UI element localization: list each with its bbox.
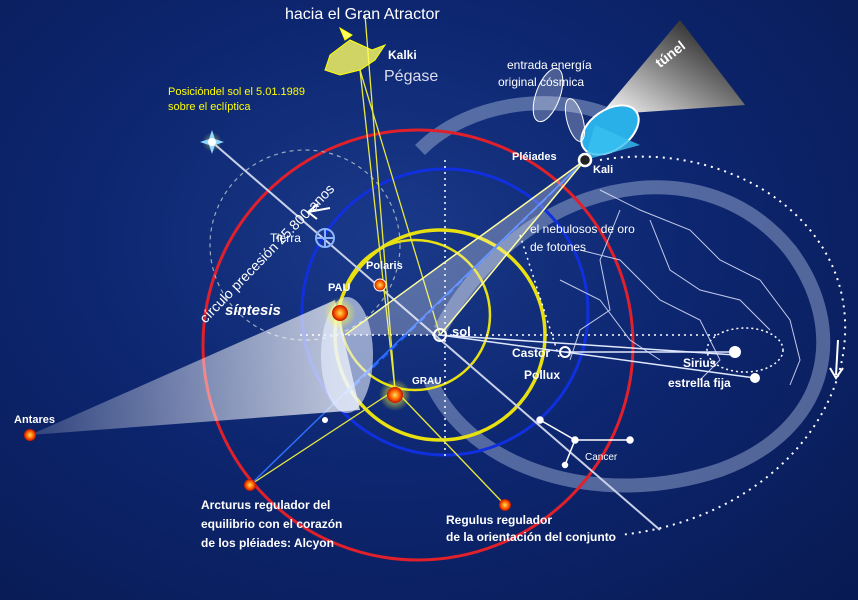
- label-pegase: Pégase: [384, 68, 438, 86]
- star-pau-icon: [324, 297, 356, 329]
- label-sol: sol: [452, 324, 471, 339]
- label-energia-2: original cósmica: [498, 75, 584, 89]
- star-polaris-icon: [374, 279, 386, 291]
- label-arcturus-2: equilibrio con el corazón: [201, 517, 342, 531]
- star-regulus-icon: [499, 499, 511, 511]
- label-arcturus-1: Arcturus regulador del: [201, 498, 330, 512]
- label-regulus-1: Regulus regulador: [446, 513, 552, 527]
- kalki-horse-icon: [325, 28, 385, 75]
- label-castor: Castor: [512, 346, 550, 360]
- label-pleiades: Pléiades: [512, 151, 557, 163]
- label-antares: Antares: [14, 414, 55, 426]
- label-cancer: Cancer: [585, 452, 617, 463]
- label-sun-position-2: sobre el eclíptica: [168, 101, 251, 113]
- pleiades-marker: [579, 154, 591, 166]
- tunnel-icon: [572, 20, 745, 165]
- label-kalki-top: Kalki: [388, 48, 417, 62]
- label-gran-atractor: hacia el Gran Atractor: [285, 6, 440, 24]
- label-sirius: Sirius: [683, 356, 716, 370]
- label-polaris: Polaris: [366, 260, 403, 272]
- label-sintesis: síntesis: [225, 302, 281, 319]
- star-arcturus-icon: [244, 479, 256, 491]
- label-kali: Kali: [593, 164, 613, 176]
- label-sun-position-1: Posicióndel sol el 5.01.1989: [168, 86, 305, 98]
- label-tierra: Tierra: [270, 231, 301, 245]
- label-regulus-2: de la orientación del conjunto: [446, 530, 616, 544]
- label-arcturus-3: de los pléiades: Alcyon: [201, 536, 334, 550]
- label-pau: PAU: [328, 282, 350, 294]
- dotted-orbit: [600, 157, 845, 535]
- label-nebulosos-2: de fotones: [530, 240, 586, 254]
- star-grau-icon: [379, 379, 411, 411]
- label-pollux: Pollux: [524, 368, 560, 382]
- label-estrella-fija: estrella fija: [668, 376, 731, 390]
- light-cone-antares: [30, 300, 360, 435]
- earth-icon: [316, 229, 334, 247]
- label-grau: GRAU: [412, 376, 441, 387]
- spiral-band: [420, 103, 823, 485]
- star-antares-icon: [24, 429, 36, 441]
- label-energia-1: entrada energía: [507, 58, 592, 72]
- label-nebulosos-1: el nebulosos de oro: [530, 222, 635, 236]
